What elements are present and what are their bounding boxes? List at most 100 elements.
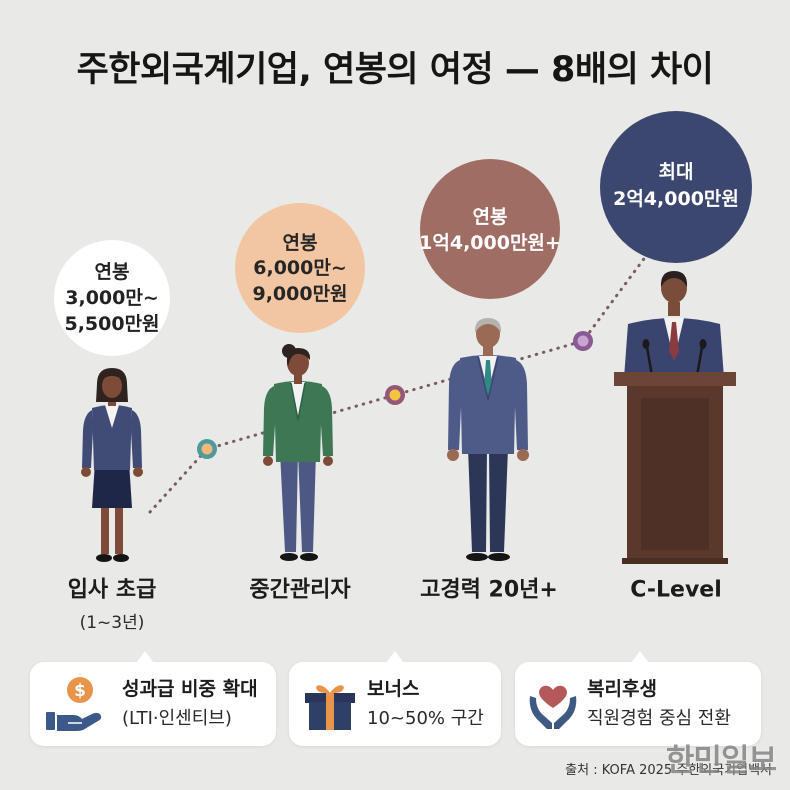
hand (263, 456, 273, 466)
dot-center (389, 389, 401, 401)
dot-center (201, 443, 213, 455)
stage-label-entry: 입사 초급 (68, 578, 157, 603)
card-performance-pay: $ 성과급 비중 확대 (LTI·인센티브) (30, 651, 276, 746)
bubble-text: 연봉 6,000만~ 9,000만원 (252, 232, 347, 305)
hand (133, 467, 143, 477)
heart-hands-icon (529, 685, 577, 729)
podium-top (614, 372, 736, 386)
stage-label-middle-manager: 중간관리자 (249, 578, 351, 603)
salary-line: 1억4,000만원+ (419, 232, 561, 254)
microphone-stand (695, 346, 704, 377)
face (661, 273, 687, 303)
leg (298, 452, 316, 552)
dot-center (577, 335, 589, 347)
arm (263, 386, 276, 456)
arm (448, 360, 462, 450)
figure-middle-manager-woman (263, 344, 333, 561)
salary-line: 5,500만원 (64, 313, 159, 335)
salary-bubble-senior: 연봉 1억4,000만원+ (419, 159, 561, 299)
leg (101, 500, 109, 554)
card-pointer (386, 651, 404, 663)
leg (115, 500, 123, 554)
figure-entry-level-woman (81, 368, 143, 562)
bubble-text: 연봉 1억4,000만원+ (419, 206, 561, 254)
tie (484, 360, 492, 394)
bubble-text: 연봉 3,000만~ 5,500만원 (64, 261, 159, 335)
stage-labels: 입사 초급 (1~3년) 중간관리자 고경력 20년+ C-Level (68, 578, 722, 634)
hand (81, 467, 91, 477)
money-hand-icon: $ (46, 677, 102, 731)
face (102, 374, 122, 398)
salary-line: 연봉 (283, 232, 318, 254)
card-text: 보너스 10~50% 구간 (367, 676, 484, 732)
salary-line: 3,000만~ (65, 287, 159, 309)
left-hand (529, 696, 552, 729)
salary-line: 6,000만~ (253, 257, 347, 279)
card-pointer (631, 651, 649, 663)
face (476, 320, 500, 348)
shoe (113, 554, 129, 562)
hand (517, 449, 529, 461)
face (287, 350, 309, 376)
hair (286, 348, 311, 367)
card-detail: 10~50% 구간 (367, 708, 484, 729)
shoe (280, 553, 298, 561)
gray-hair (474, 318, 502, 333)
arm (82, 410, 93, 468)
page-title: 주한외국계기업, 연봉의 여정 — 8배의 차이 (76, 50, 714, 90)
shirt (105, 405, 119, 428)
salary-line: 2억4,000만원 (613, 188, 739, 210)
podium-panel (641, 398, 709, 550)
bubble-circle (600, 111, 752, 263)
salary-bubble-entry-level: 연봉 3,000만~ 5,500만원 (54, 240, 170, 356)
milestone-dot-1 (197, 439, 217, 459)
milestone-dot-2 (385, 385, 405, 405)
leg (489, 448, 508, 552)
bubble-circle (54, 240, 170, 356)
hair-fringe (100, 370, 125, 382)
figure-c-level-man (624, 271, 724, 378)
shoe (96, 554, 112, 562)
jacket (274, 381, 322, 462)
shoe (488, 553, 510, 561)
salary-line: 연봉 (95, 261, 130, 283)
card-text: 성과급 비중 확대 (LTI·인센티브) (122, 676, 258, 732)
salary-line: 연봉 (473, 206, 508, 228)
hand-palm (57, 712, 102, 731)
neck (294, 372, 302, 384)
salary-bubble-middle-manager: 연봉 6,000만~ 9,000만원 (235, 203, 365, 333)
card-title: 복리후생 (587, 678, 657, 700)
source-note: 출처 : KOFA 2025 주한외국기업백서 (565, 763, 772, 778)
microphone-icon (699, 339, 707, 349)
leg (468, 448, 487, 552)
stage-label-c-level: C-Level (630, 578, 722, 603)
stage-label-senior: 고경력 20년+ (420, 578, 558, 603)
skirt (92, 462, 132, 508)
card-detail: 직원경험 중심 전환 (587, 708, 731, 729)
milestone-dot-3 (573, 331, 593, 351)
tie (669, 322, 679, 360)
microphone-icon (642, 339, 650, 349)
hand (323, 456, 333, 466)
hair (660, 271, 688, 287)
neck (668, 302, 680, 316)
bubble-circle (420, 159, 560, 299)
gift-ribbon (326, 693, 334, 730)
right-hand (554, 696, 577, 729)
card-bonus: 보너스 10~50% 구간 (289, 651, 501, 746)
jacket (92, 405, 132, 470)
leg (280, 452, 298, 552)
arm (131, 410, 142, 468)
stage-sublabel-entry: (1~3년) (80, 613, 145, 633)
jacket (460, 355, 516, 454)
neck (483, 344, 493, 356)
microphone-stand (645, 346, 654, 377)
shirt (291, 382, 305, 416)
publisher-watermark: 한민일보 (665, 743, 777, 779)
salary-line: 최대 (659, 161, 694, 183)
arm (320, 386, 333, 456)
salary-bubble-c-level: 최대 2억4,000만원 (600, 111, 752, 263)
hand-cuff (46, 712, 55, 730)
figure-senior-man (447, 318, 529, 561)
